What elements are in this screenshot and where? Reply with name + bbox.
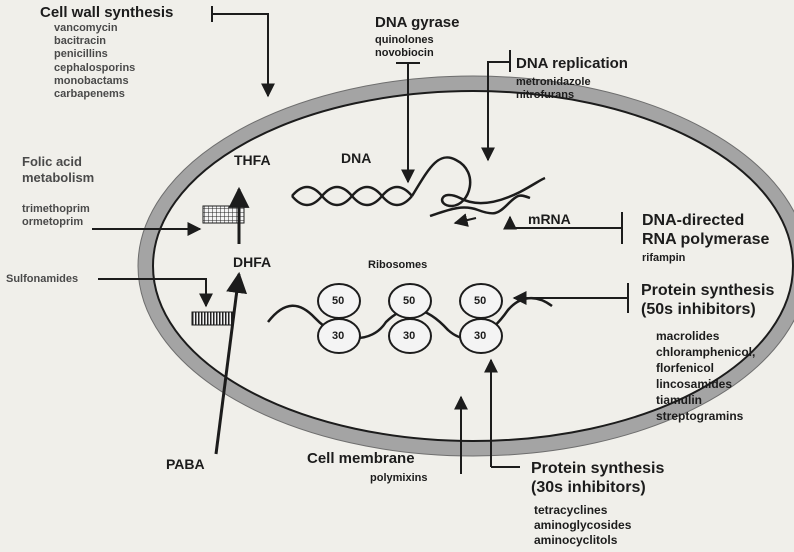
protein-30s-drug-list: tetracyclines aminoglycosides aminocycli…: [534, 503, 631, 548]
drug-name: trimethoprim: [22, 203, 90, 216]
cell-wall-drug-list: vancomycin bacitracin penicillins cephal…: [54, 22, 135, 101]
protein-30s-title: Protein synthesis (30s inhibitors): [531, 459, 664, 497]
sulfonamides-block: [192, 312, 233, 325]
drug-name: florfenicol: [656, 360, 755, 376]
drug-name: chloramphenicol,: [656, 344, 755, 360]
drug-name: metronidazole: [516, 76, 591, 89]
protein-30s-title-line-1: Protein synthesis: [531, 459, 664, 478]
drug-name: vancomycin: [54, 22, 135, 35]
cell-membrane-title: Cell membrane: [307, 450, 415, 467]
drug-name: ormetoprim: [22, 216, 90, 229]
protein-30s-title-line-2: (30s inhibitors): [531, 478, 664, 497]
folic-acid-title-line-1: Folic acid: [22, 154, 94, 170]
drug-name: carbapenems: [54, 88, 135, 101]
cell-wall-synthesis-title: Cell wall synthesis: [40, 4, 173, 21]
rna-polymerase-title: DNA-directed RNA polymerase: [642, 211, 769, 249]
drug-name: novobiocin: [375, 47, 434, 60]
dna-gyrase-title: DNA gyrase: [375, 14, 459, 31]
drug-name: quinolones: [375, 34, 434, 47]
paba-label: PABA: [166, 456, 205, 472]
rna-polymerase-title-line-2: RNA polymerase: [642, 230, 769, 249]
dna-replication-drug-list: metronidazole nitrofurans: [516, 76, 591, 102]
dna-replication-title: DNA replication: [516, 55, 628, 72]
ribosome-2-large-subunit: 50: [403, 295, 415, 308]
ribosome-1-large-subunit: 50: [332, 295, 344, 308]
cell-membrane-drug: polymixins: [370, 472, 427, 485]
drug-name: penicillins: [54, 48, 135, 61]
drug-name: streptogramins: [656, 408, 755, 424]
folic-acid-title: Folic acid metabolism: [22, 154, 94, 186]
protein-50s-title: Protein synthesis (50s inhibitors): [641, 281, 774, 319]
ribosome-2-small-subunit: 30: [403, 330, 415, 343]
ribosome-3-small-subunit: 30: [474, 330, 486, 343]
ribosomes-label: Ribosomes: [368, 259, 427, 272]
dna-gyrase-drug-list: quinolones novobiocin: [375, 34, 434, 60]
ribosome-3-large-subunit: 50: [474, 295, 486, 308]
sulfonamides-label: Sulfonamides: [6, 273, 78, 286]
protein-50s-title-line-1: Protein synthesis: [641, 281, 774, 300]
protein-50s-drug-list: macrolides chloramphenicol, florfenicol …: [656, 328, 755, 424]
rna-polymerase-drug: rifampin: [642, 252, 685, 265]
dna-label: DNA: [341, 150, 371, 166]
protein-50s-title-line-2: (50s inhibitors): [641, 300, 774, 319]
dhfa-label: DHFA: [233, 254, 271, 270]
drug-name: nitrofurans: [516, 89, 591, 102]
drug-name: cephalosporins: [54, 62, 135, 75]
cell-wall-inhibitor-arrow: [212, 6, 268, 96]
drug-name: monobactams: [54, 75, 135, 88]
drug-name: lincosamides: [656, 376, 755, 392]
drug-name: aminocyclitols: [534, 533, 631, 548]
drug-name: tetracyclines: [534, 503, 631, 518]
thfa-label: THFA: [234, 152, 271, 168]
drug-name: macrolides: [656, 328, 755, 344]
folic-acid-drug-list: trimethoprim ormetoprim: [22, 203, 90, 229]
drug-name: aminoglycosides: [534, 518, 631, 533]
rna-polymerase-title-line-1: DNA-directed: [642, 211, 769, 230]
ribosome-1-small-subunit: 30: [332, 330, 344, 343]
mrna-label: mRNA: [528, 211, 571, 227]
drug-name: bacitracin: [54, 35, 135, 48]
drug-name: tiamulin: [656, 392, 755, 408]
folic-acid-title-line-2: metabolism: [22, 170, 94, 186]
